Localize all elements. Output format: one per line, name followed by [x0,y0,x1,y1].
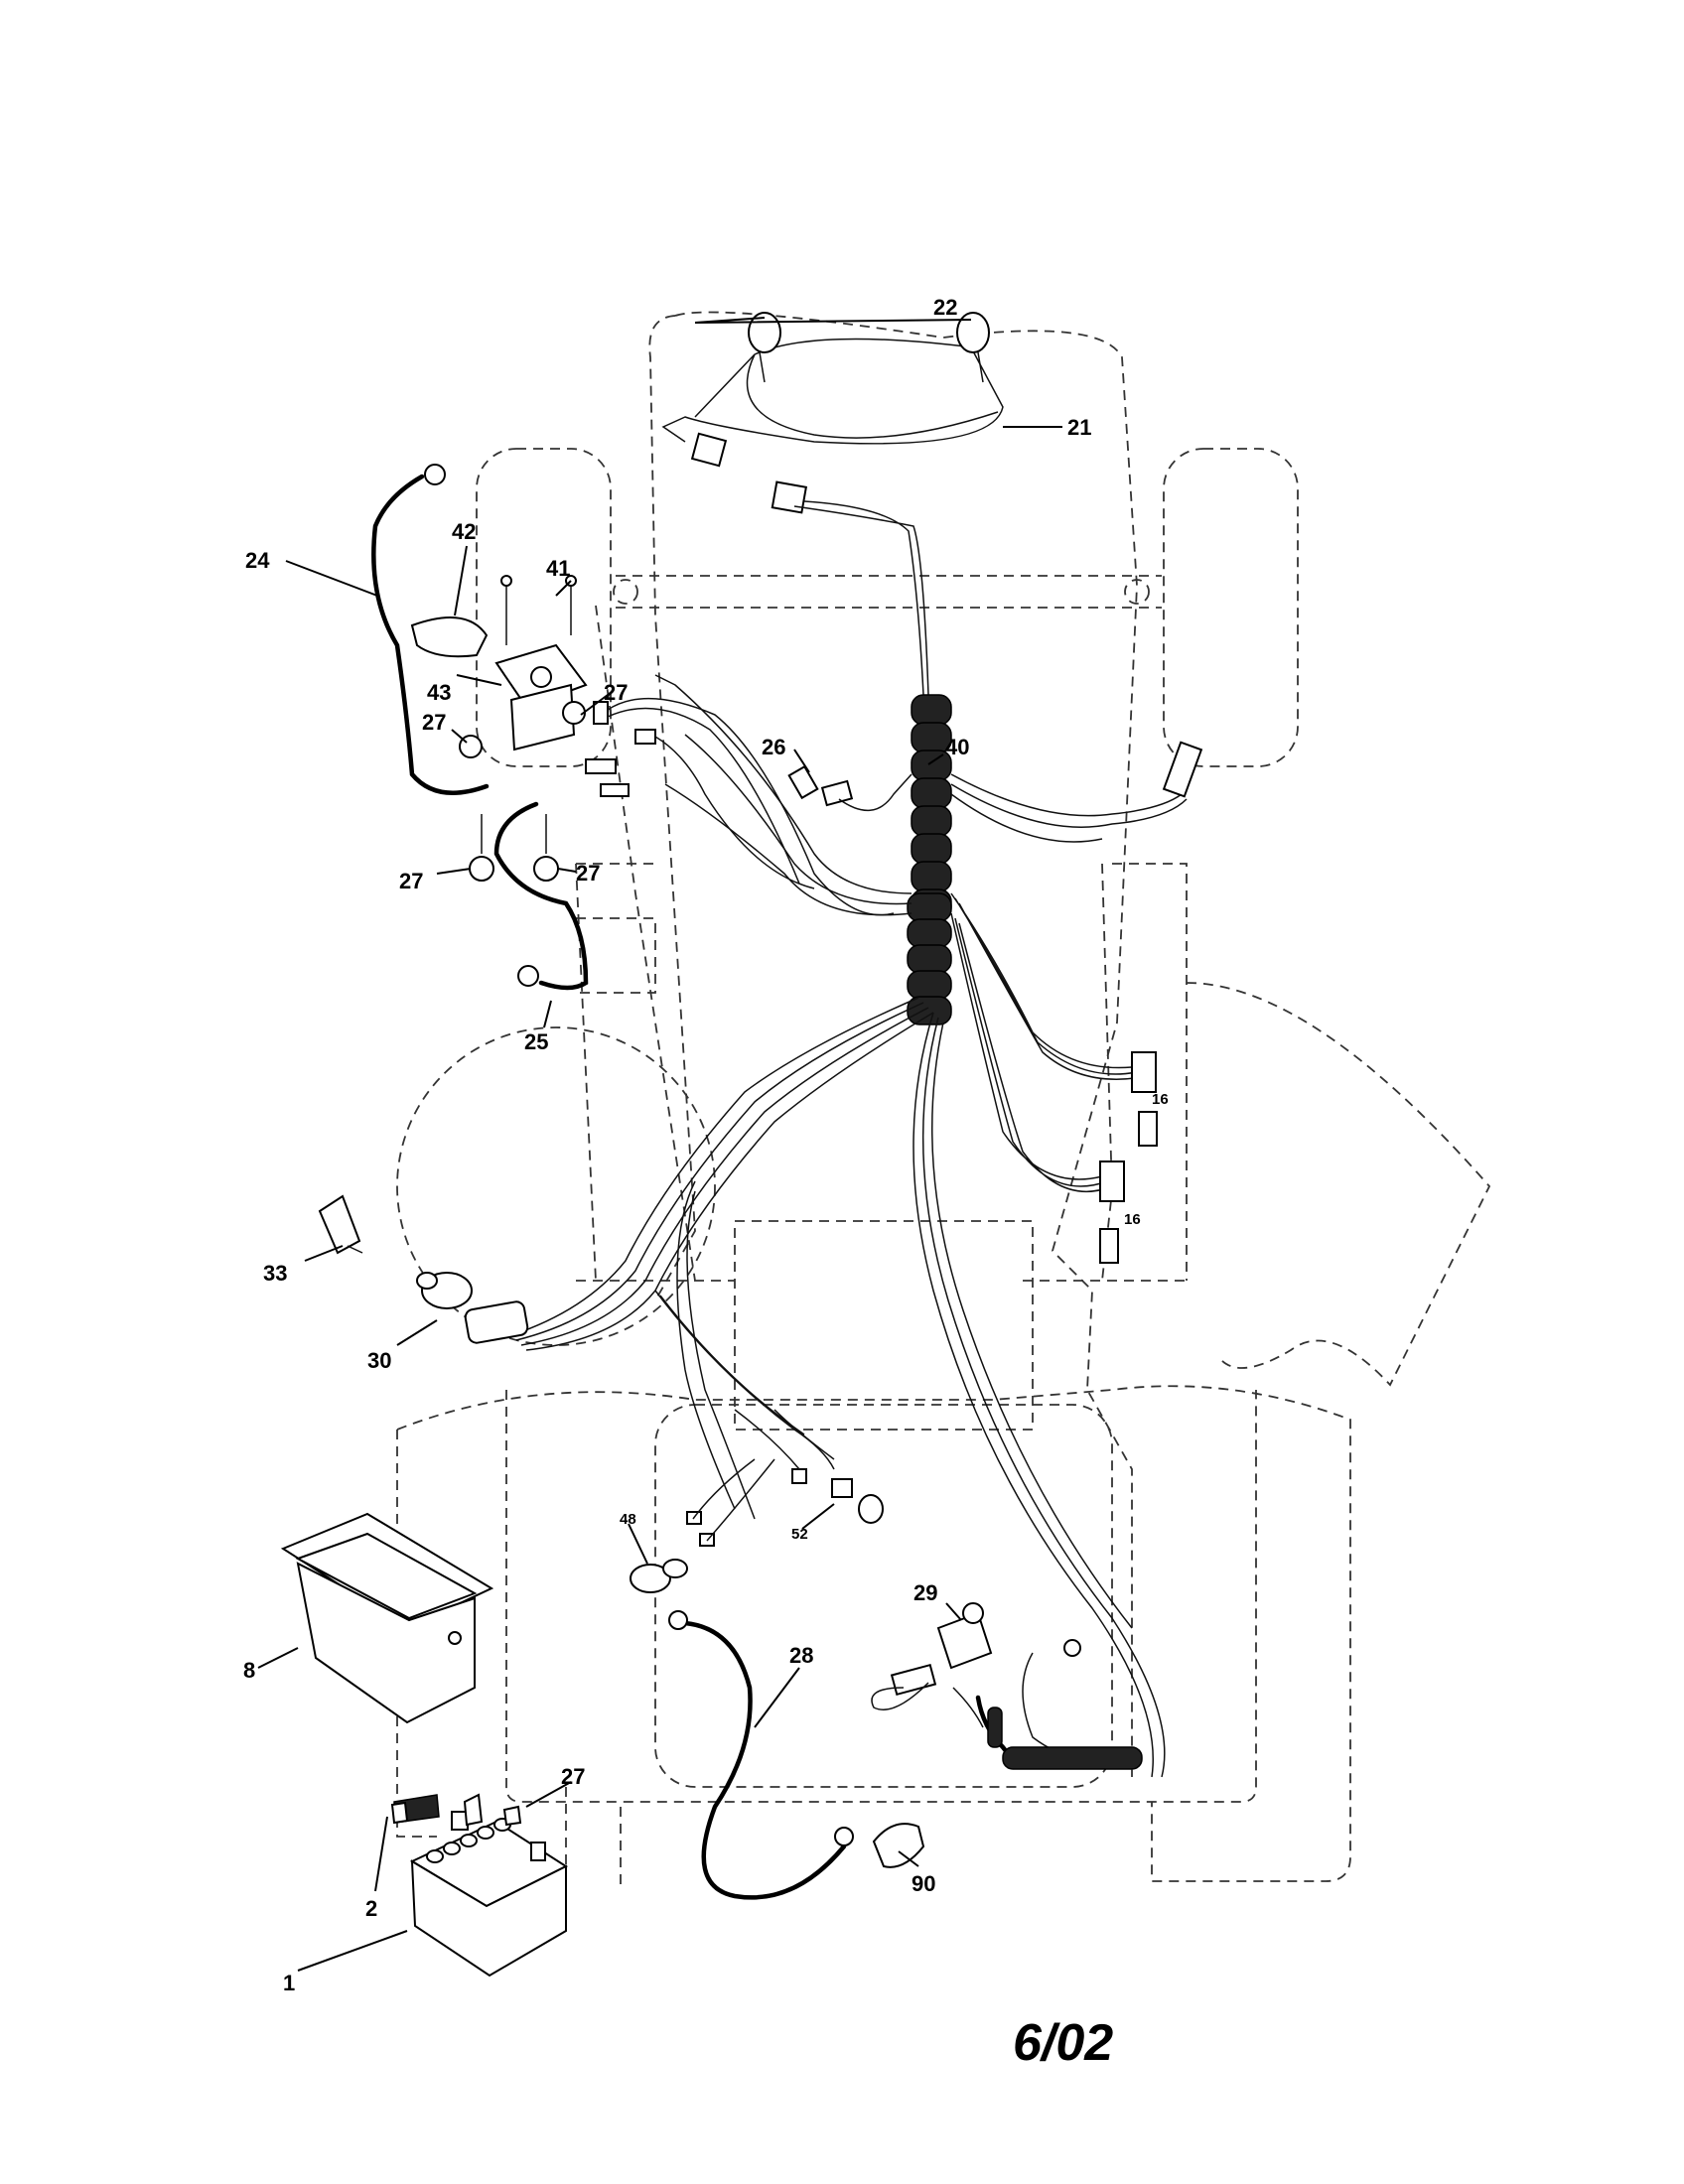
leader-lines [257,545,962,1972]
battery-cables [285,464,589,1028]
axle-pivot-right [1124,579,1150,605]
callout-27-upper-right: 27 [604,680,628,705]
rear-seat-pan [654,1404,1113,1788]
callout-41: 41 [546,556,570,581]
cable-28 [668,1610,854,1900]
connector-26 [787,764,912,812]
front-wheel-left [476,448,612,767]
seat-switch-29 [871,1602,1093,1756]
callout-52: 52 [791,1526,808,1543]
solenoid-body [509,683,576,751]
nut-27-lower-left [469,856,494,882]
hood-outline [674,311,1138,1777]
ignition-switch-30 [416,1272,529,1344]
terminal-connector-1 [593,701,609,725]
cable-25 [493,801,589,991]
rear-wheel-left [565,1787,622,1886]
callout-26: 26 [762,735,785,759]
callout-29: 29 [913,1580,937,1605]
callout-24: 24 [245,548,270,573]
headlight-assembly [661,312,1062,696]
solenoid-terminal-1 [562,701,586,725]
callout-27-lower-right: 27 [576,861,600,886]
axle-pivot-left [613,579,638,605]
terminal-connector-3 [600,783,630,797]
callout-27-upper-left: 27 [422,710,446,735]
callout-16-upper: 16 [1152,1091,1169,1108]
switch-16-lower [1099,1160,1125,1264]
callout-21: 21 [1067,415,1091,440]
cable-24 [371,474,490,795]
light-52 [734,1409,884,1524]
callout-42: 42 [452,519,476,544]
callout-33: 33 [263,1261,287,1286]
callout-1: 1 [283,1971,295,1995]
callout-2: 2 [365,1896,377,1921]
solenoid-assembly [410,575,895,916]
callout-43: 43 [427,680,451,705]
harness-main [510,674,1203,1778]
solenoid-boot [410,616,489,658]
front-wheel-right [1163,448,1299,767]
harness-coil-upper [911,694,952,920]
hood-outline-left [648,315,696,1301]
callout-90: 90 [912,1871,935,1896]
switch-16-upper [1131,1051,1158,1147]
callout-22: 22 [933,295,957,320]
deck-right [1186,982,1491,1387]
callout-27-lower-left: 27 [399,869,423,893]
battery-box-8 [280,1512,494,1724]
terminal-boot-90 [872,1823,925,1868]
tractor-outline [396,311,1491,1886]
mid-frame [576,863,1188,1282]
callout-48: 48 [620,1511,636,1528]
battery-1 [409,1811,569,1978]
callout-8: 8 [243,1658,255,1683]
terminal-connector-2 [634,729,656,745]
callout-30: 30 [367,1348,391,1373]
steering-circle [396,1026,716,1346]
nut-27-lower-right [533,856,559,882]
headlight-right [956,312,990,353]
frame-plate [576,917,656,994]
seat-area [734,1220,1034,1431]
ignition-key-33 [318,1194,363,1255]
terminal-connector-4 [585,758,617,774]
callout-16-lower: 16 [1124,1211,1141,1228]
callout-40: 40 [945,735,969,759]
light-48 [630,1458,775,1593]
callout-labels: 22 21 42 24 41 43 27 27 27 27 26 40 25 1… [243,295,1169,1995]
fender [396,1385,1351,1882]
harness-front-connector [771,480,808,514]
headlight-connector [690,432,728,468]
right-connector [1162,741,1203,798]
callout-27-battery: 27 [561,1764,585,1789]
seat-switch-coil [975,1695,1143,1770]
front-axle [616,575,1162,609]
date-code: 6/02 [1013,2014,1113,2072]
callout-28: 28 [789,1643,813,1668]
harness-coil-lower [907,892,952,1025]
rear-frame [505,1390,1257,1803]
callout-25: 25 [524,1029,548,1054]
battery-hardware [390,1793,522,1827]
